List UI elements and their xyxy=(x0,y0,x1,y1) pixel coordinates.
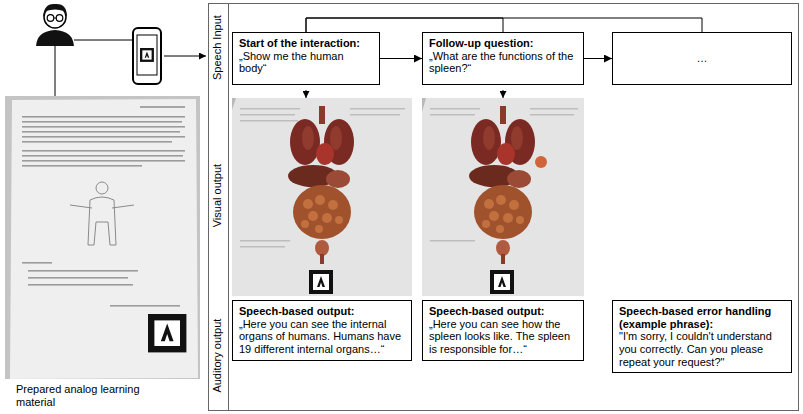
box-text: „Show me the human body“ xyxy=(239,50,373,75)
box-text: „What are the functions of the spleen?“ xyxy=(429,50,577,75)
caption-label: Prepared analog learning material xyxy=(16,383,166,409)
ar-screenshot xyxy=(422,98,584,296)
box-heading: Follow-up question: xyxy=(429,37,577,50)
flow-arrow xyxy=(584,58,612,59)
box-text: … xyxy=(697,52,708,65)
link-line xyxy=(74,40,133,41)
lane-label: Visual output xyxy=(211,153,224,239)
box-heading: Start of the interaction: xyxy=(239,37,373,50)
lane-divider xyxy=(228,4,229,411)
panel-frame xyxy=(209,4,799,411)
phone-icon xyxy=(133,28,161,84)
lane-label: Auditory output xyxy=(211,306,224,406)
flow-arrow xyxy=(380,58,422,59)
flow-arrow xyxy=(306,90,307,98)
speech-input-box: Follow-up question:„What are the functio… xyxy=(422,32,584,85)
box-text: "I'm sorry, I couldn't understand you co… xyxy=(619,330,785,368)
flow-arrow xyxy=(164,56,206,57)
paper-photo xyxy=(5,96,200,379)
return-line xyxy=(306,18,702,32)
speech-output-box: Speech-based output:„Here you can see ho… xyxy=(422,300,584,361)
person-icon xyxy=(36,4,74,46)
error-handling-box: Speech-based error handling (example phr… xyxy=(612,300,792,373)
speech-input-box: Start of the interaction:„Show me the hu… xyxy=(232,32,380,85)
box-heading: Speech-based output: xyxy=(429,305,577,318)
link-line xyxy=(55,46,56,96)
ar-screenshot xyxy=(232,98,412,296)
speech-output-box: Speech-based output:„Here you can see th… xyxy=(232,300,412,361)
return-line xyxy=(306,18,503,32)
flow-arrow xyxy=(503,90,504,98)
box-text: „Here you can see how the spleen looks l… xyxy=(429,318,577,356)
lane-label: Speech Input xyxy=(211,5,224,91)
box-heading: Speech-based error handling (example phr… xyxy=(619,305,785,330)
box-heading: Speech-based output: xyxy=(239,305,405,318)
box-text: „Here you can see the internal organs of… xyxy=(239,318,405,356)
speech-input-box: … xyxy=(612,32,792,85)
